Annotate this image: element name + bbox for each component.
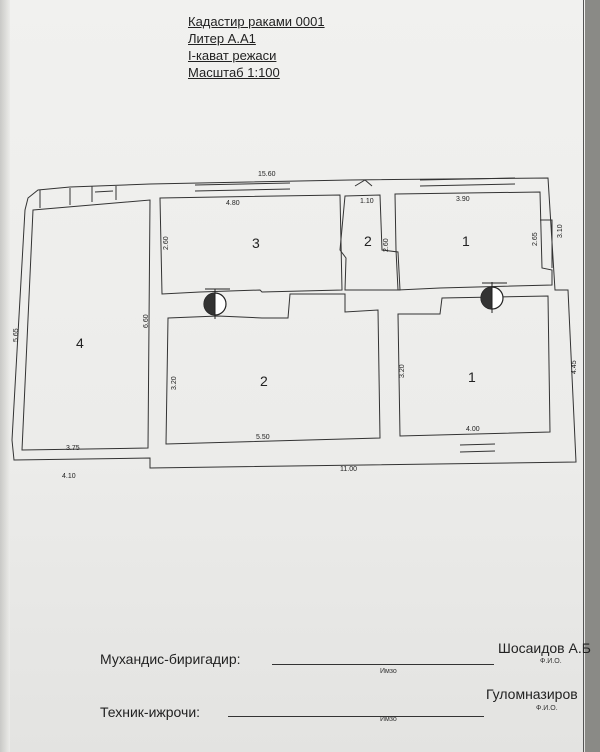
engineer-signature-line	[272, 664, 494, 665]
dim-room4-height: 5.65	[13, 328, 20, 342]
dim-room1-bottom-height: 3.20	[399, 364, 406, 378]
dim-corridor-width: 1.10	[360, 198, 374, 205]
cadastre-number: Кадастир раками 0001	[188, 14, 325, 29]
room-2-walls	[165, 293, 381, 445]
dim-room2-width: 5.50	[256, 434, 270, 441]
room-number-1-bottom: 1	[468, 369, 476, 385]
dim-room1-top-width: 3.90	[456, 196, 470, 203]
technician-name: Гуломназиров	[486, 686, 578, 702]
dim-corridor-height: 2.60	[383, 238, 390, 252]
dim-room1-bottom-width: 4.00	[466, 426, 480, 433]
stove-left-icon	[203, 288, 230, 319]
scale-label: Масштаб 1:100	[188, 65, 280, 80]
dim-left-building-height: 6.60	[143, 314, 150, 328]
dim-room1-top-height: 2.65	[532, 232, 539, 246]
title-block: Кадастир раками 0001 Литер А.А1 I-кават …	[188, 13, 358, 81]
technician-sign-caption: Имзо	[380, 716, 397, 723]
room-number-3: 3	[252, 235, 260, 251]
technician-label: Техник-ижрочи:	[100, 704, 201, 720]
frame-border-line	[583, 0, 584, 752]
engineer-name-caption: Ф.И.О.	[540, 658, 562, 665]
room-number-2: 2	[260, 373, 268, 389]
letter-label: Литер А.А1	[188, 31, 256, 46]
room-3-walls	[159, 182, 343, 295]
outer-walls	[11, 177, 577, 469]
dim-room4-width: 3.75	[66, 445, 80, 452]
engineer-name: Шосаидов А.Б	[498, 640, 591, 656]
room-1-top-walls	[394, 177, 553, 291]
floor-plan-label: I-кават режаси	[188, 48, 277, 63]
dim-room3-width: 4.80	[226, 200, 240, 207]
document-sheet	[0, 0, 585, 752]
sheet-edge-shadow	[0, 0, 10, 752]
engineer-label: Мухандис-биригадир:	[100, 651, 241, 667]
dim-right-side-upper: 3.10	[557, 224, 564, 238]
dim-room3-height: 2.60	[163, 236, 170, 250]
dim-overall-bottom: 11.00	[340, 466, 357, 473]
technician-signature-line	[228, 716, 484, 717]
dim-right-side-total: 4.45	[571, 360, 578, 374]
dim-room2-height: 3.20	[171, 376, 178, 390]
stove-right-icon	[480, 282, 507, 313]
room-1-bottom-walls	[397, 295, 551, 453]
room-number-4: 4	[76, 335, 84, 351]
room-number-1-top: 1	[462, 233, 470, 249]
technician-name-caption: Ф.И.О.	[536, 705, 558, 712]
room-number-corridor: 2	[364, 233, 372, 249]
room-4-walls	[21, 186, 151, 451]
engineer-sign-caption: Имзо	[380, 668, 397, 675]
dim-overall-top: 15.60	[258, 171, 276, 178]
dim-left-total: 4.10	[62, 473, 76, 480]
